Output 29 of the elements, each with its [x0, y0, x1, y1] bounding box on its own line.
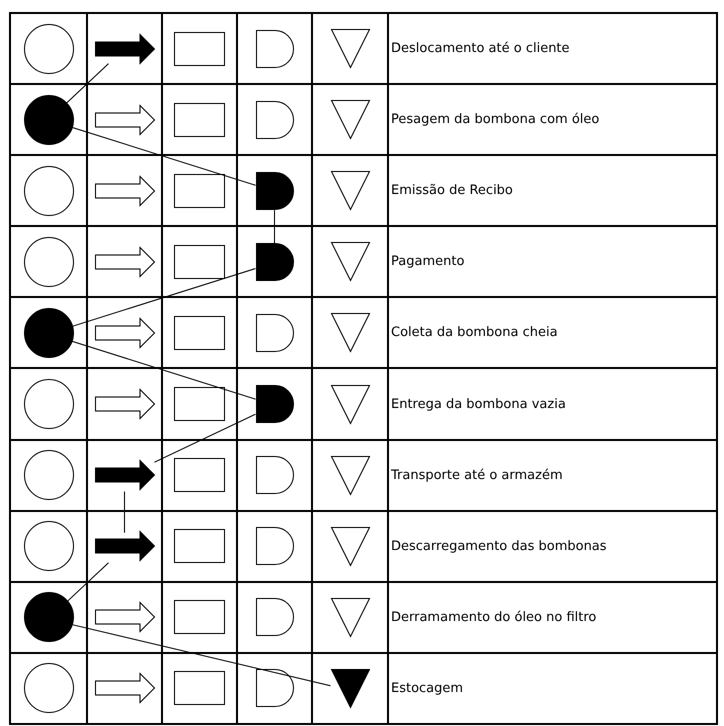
connector-line — [72, 624, 331, 686]
step-description: Descarregamento das bombonas — [390, 538, 607, 554]
transport-arrow — [94, 531, 154, 562]
transport-arrow — [94, 34, 154, 64]
step-description: Coleta da bombona cheia — [390, 325, 558, 340]
connector-line — [66, 562, 109, 602]
delay-symbol — [256, 385, 294, 424]
step-description: Emissão de Recibo — [390, 183, 513, 198]
connector-line — [72, 126, 256, 186]
connector-line — [274, 210, 275, 244]
connector-line — [72, 268, 256, 327]
step-description: Entrega da bombona vazia — [390, 396, 566, 412]
transport-arrow — [94, 460, 154, 490]
operation-circle — [24, 308, 74, 358]
delay-symbol — [256, 242, 294, 281]
step-description: Estocagem — [390, 680, 464, 696]
connector-line — [124, 490, 125, 534]
connector-line — [66, 63, 109, 104]
delay-symbol — [256, 172, 294, 210]
step-description: Pesagem da bombona com óleo — [390, 112, 600, 128]
storage-triangle — [330, 668, 370, 708]
operation-circle — [24, 592, 74, 642]
step-description: Deslocamento até o cliente — [390, 41, 570, 56]
step-description: Transporte até o armazém — [390, 468, 563, 483]
step-description: Derramamento do óleo no filtro — [390, 610, 596, 625]
step-description: Pagamento — [390, 254, 464, 270]
operation-circle — [24, 94, 74, 145]
connector-line — [72, 340, 256, 400]
connector-line — [154, 414, 256, 463]
